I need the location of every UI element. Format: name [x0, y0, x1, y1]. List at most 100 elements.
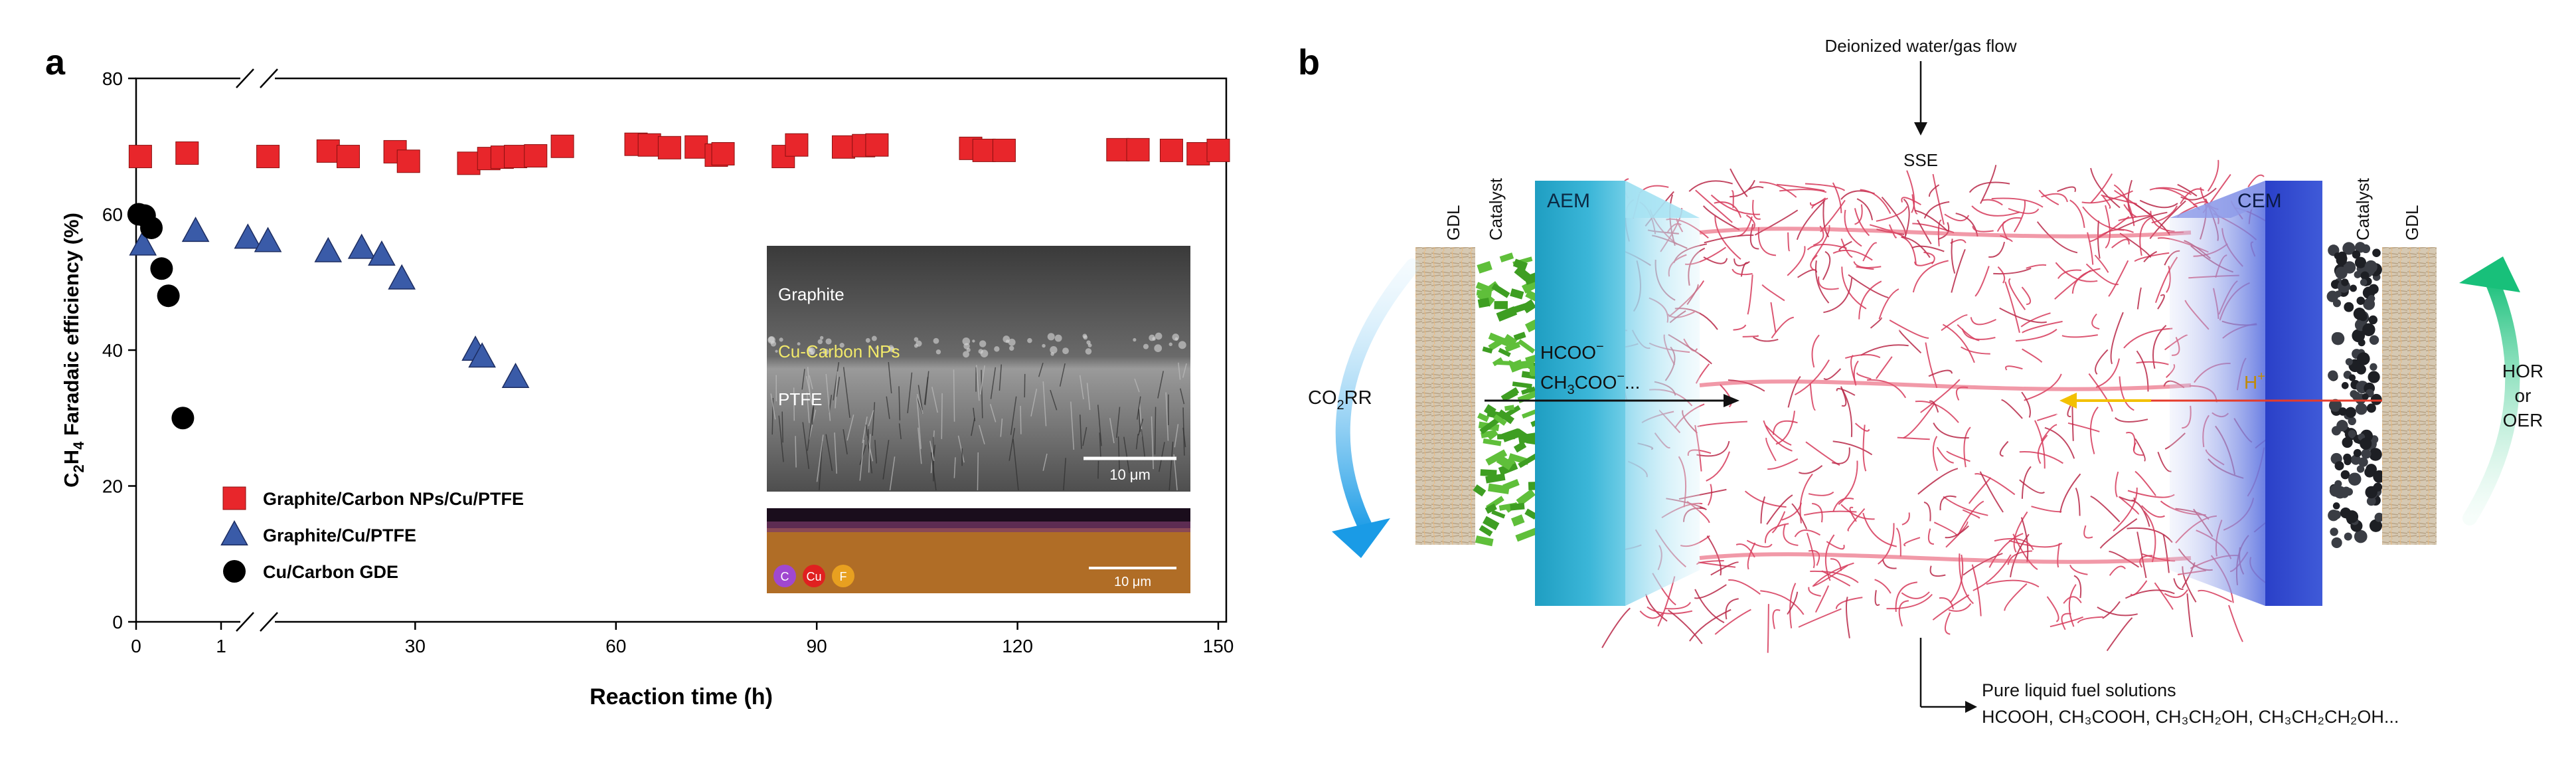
aem-label: AEM	[1547, 190, 1590, 212]
data-point	[524, 144, 548, 168]
y-tick-label: 40	[102, 340, 123, 361]
data-point	[150, 257, 173, 280]
data-point	[129, 230, 157, 256]
y-tick-label: 60	[102, 205, 123, 225]
hor-oer-arrow	[2462, 272, 2520, 525]
x-tick-label: 1	[216, 636, 226, 656]
data-point	[388, 264, 416, 290]
data-point	[637, 133, 661, 157]
right-reaction-1: HOR	[2502, 361, 2543, 381]
data-point	[234, 223, 262, 249]
data-point	[831, 135, 855, 159]
data-point	[1159, 138, 1183, 162]
data-point	[368, 240, 396, 266]
sse-label: SSE	[1903, 150, 1938, 170]
cem-side	[2170, 181, 2265, 606]
outflow-title: Pure liquid fuel solutions	[1982, 680, 2176, 700]
eds-element-marker	[832, 565, 854, 587]
aem-side	[1625, 181, 1700, 606]
eds-element-label: Cu	[806, 570, 821, 583]
y-tick-label: 0	[112, 612, 123, 632]
data-point	[140, 216, 163, 239]
axis-break-bottom	[236, 612, 278, 632]
x-tick-label: 0	[131, 636, 141, 656]
gdl-right	[2382, 247, 2437, 545]
data-point	[1126, 138, 1150, 161]
sem-texture	[767, 332, 1187, 491]
sem-label-ptfe: PTFE	[778, 389, 822, 409]
proton-label: H+	[2244, 369, 2265, 393]
y-tick-label: 80	[102, 68, 123, 89]
series-0	[128, 132, 1230, 175]
data-point	[396, 149, 420, 173]
cem-label: CEM	[2237, 190, 2282, 212]
aem-membrane	[1535, 181, 1625, 606]
x-axis-label: Reaction time (h)	[590, 684, 773, 710]
outflow-products: HCOOH, CH₃COOH, CH₃CH₂OH, CH₃CH₂CH₂OH...	[1982, 707, 2399, 727]
right-reaction-2: or	[2515, 385, 2532, 406]
legend-label: Cu/Carbon GDE	[263, 562, 398, 582]
data-point	[468, 342, 496, 368]
catalyst-left-label: Catalyst	[1486, 177, 1506, 240]
legend-label: Graphite/Cu/PTFE	[263, 525, 416, 545]
diagram-b: Deionized water/gas flow SSE AEM CEM GDL…	[1308, 36, 2543, 727]
data-point	[314, 237, 343, 262]
data-point	[504, 145, 528, 169]
axis-break-top	[236, 68, 278, 88]
panel-b-label: b	[1298, 43, 1320, 82]
panel-a-label: a	[45, 43, 66, 82]
y-tick-label: 20	[102, 476, 123, 497]
inset-eds: C Cu F 10 μm	[767, 508, 1190, 593]
eds-element-marker	[803, 565, 825, 587]
data-point	[316, 139, 340, 163]
anion-label-1: HCOO−	[1540, 339, 1604, 363]
data-point	[337, 145, 361, 169]
series-1	[129, 217, 530, 388]
catalyst-right-label: Catalyst	[2353, 177, 2373, 240]
y-axis-label: C2H4 Faradaic efficiency (%)	[60, 213, 87, 488]
x-tick-label: 30	[405, 636, 426, 656]
sem-label-cu-carbon: Cu-Carbon NPs	[778, 341, 900, 361]
sem-label-graphite: Graphite	[778, 284, 845, 304]
eds-element-label: C	[781, 570, 789, 583]
legend-label: Graphite/Carbon NPs/Cu/PTFE	[263, 489, 524, 509]
eds-element-marker	[773, 565, 796, 587]
gdl-left	[1415, 247, 1475, 545]
data-point	[865, 133, 889, 157]
data-point	[550, 134, 574, 158]
anion-label-2: CH3COO−...	[1540, 369, 1640, 397]
eds-element-label: F	[840, 570, 847, 583]
data-point	[785, 133, 809, 157]
data-point	[347, 233, 376, 259]
x-tick-label: 90	[807, 636, 827, 656]
legend-marker	[220, 520, 248, 546]
catalyst-right-layer	[2326, 242, 2386, 549]
data-point	[181, 217, 210, 242]
data-point	[254, 227, 282, 252]
data-point	[128, 145, 152, 169]
cem-membrane	[2265, 181, 2322, 606]
legend: Graphite/Carbon NPs/Cu/PTFE Graphite/Cu/P…	[220, 486, 524, 583]
data-point	[1106, 138, 1130, 161]
data-point	[684, 135, 708, 159]
data-point	[256, 145, 280, 169]
sem-scale-label: 10 μm	[1109, 466, 1151, 483]
data-point	[157, 284, 180, 308]
data-point	[175, 141, 199, 165]
series-2	[127, 203, 195, 430]
co2rr-arrow	[1335, 258, 1420, 539]
data-point	[992, 138, 1016, 162]
right-reaction-3: OER	[2503, 410, 2543, 430]
top-flow-label: Deionized water/gas flow	[1824, 36, 2016, 56]
eds-scale-label: 10 μm	[1114, 575, 1151, 589]
data-point	[1206, 138, 1230, 162]
data-point	[1186, 142, 1210, 165]
polymer-network	[1583, 159, 2283, 653]
inset-sem: Graphite Cu-Carbon NPs PTFE 10 μm	[767, 246, 1190, 492]
gdl-right-label: GDL	[2402, 205, 2422, 240]
x-tick-label: 150	[1203, 636, 1234, 656]
gdl-left-label: GDL	[1443, 205, 1463, 240]
data-point	[501, 362, 530, 388]
data-point	[657, 136, 681, 159]
